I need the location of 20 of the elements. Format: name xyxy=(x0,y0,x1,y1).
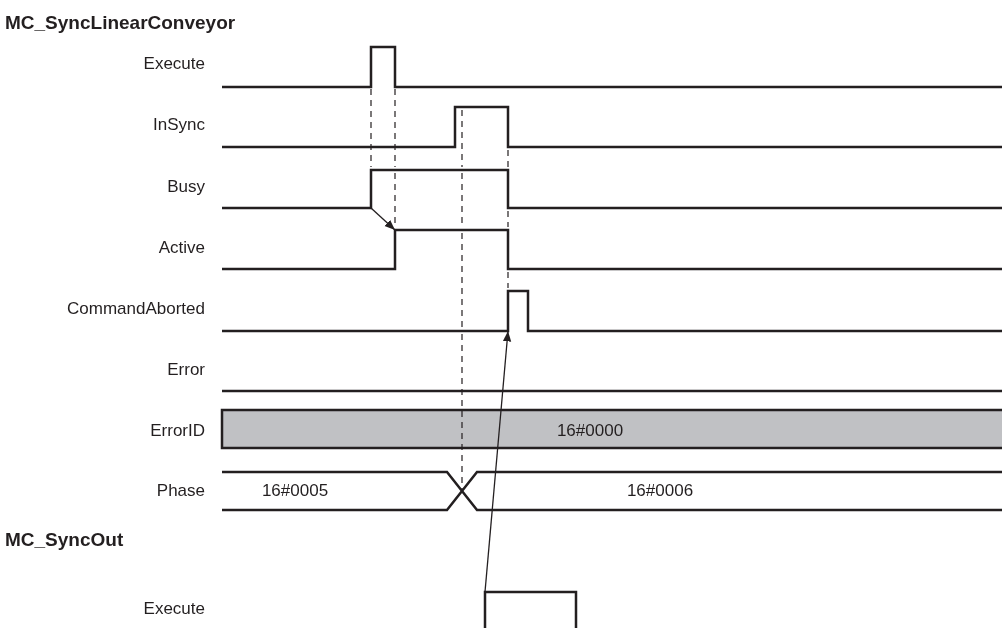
busy-waveform xyxy=(222,168,1002,210)
signal-name: ErrorID xyxy=(150,421,205,441)
diagram-heading: MC_SyncOut xyxy=(5,530,124,550)
bus-value: 16#0000 xyxy=(556,421,624,441)
signal-name: Phase xyxy=(156,481,205,501)
bus-value: 16#0005 xyxy=(261,481,329,501)
diagram-heading: MC_SyncLinearConveyor xyxy=(5,13,236,33)
signal-name: Execute xyxy=(143,599,205,619)
signal-name: InSync xyxy=(153,115,205,135)
signal-name: Active xyxy=(158,238,205,258)
signal-name: Busy xyxy=(167,177,205,197)
syncout-execute-waveform xyxy=(483,590,578,628)
bus-value: 16#0006 xyxy=(626,481,694,501)
command-aborted-waveform xyxy=(222,289,1002,333)
arrow xyxy=(484,330,512,593)
active-waveform xyxy=(222,228,1002,271)
signal-name: CommandAborted xyxy=(67,299,205,319)
signal-name: Error xyxy=(167,360,205,380)
signal-name: Execute xyxy=(143,54,205,74)
arrow xyxy=(370,207,396,231)
